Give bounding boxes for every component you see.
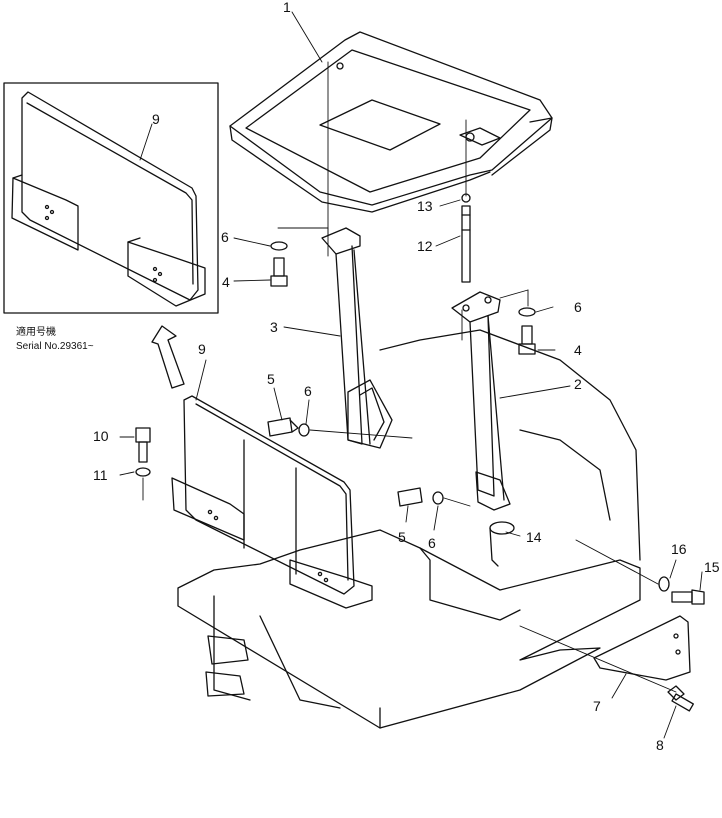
inset-arrow <box>151 325 185 389</box>
bracket-part-7 <box>593 615 691 681</box>
callout-13: 13 <box>417 198 433 214</box>
leader-lines <box>119 11 703 739</box>
inset-frame <box>3 82 219 314</box>
machine-body <box>177 329 641 729</box>
bolt-part-5-right <box>397 487 423 507</box>
inset-caption-applicable: 適用号機 <box>16 327 56 338</box>
bolt-part-10 <box>135 427 151 463</box>
inset-caption-serial: Serial No.29361~ <box>16 341 94 352</box>
inset-guard-part-9 <box>11 91 206 307</box>
callout-4-b: 4 <box>574 342 582 358</box>
bolt-part-8 <box>667 685 694 712</box>
washer-part-6-upper-right <box>518 307 536 317</box>
callout-16: 16 <box>671 541 687 557</box>
callout-6-d: 6 <box>428 535 436 551</box>
callout-1: 1 <box>283 0 291 15</box>
callout-5-b: 5 <box>398 529 406 545</box>
front-guard-part-9 <box>171 395 373 609</box>
callout-9: 9 <box>198 341 206 357</box>
callout-7: 7 <box>593 698 601 714</box>
callout-12: 12 <box>417 238 433 254</box>
callout-4-a: 4 <box>222 274 230 290</box>
callout-6-b: 6 <box>574 299 582 315</box>
bolt-part-4-right <box>518 325 536 355</box>
washer-part-6-lower-left <box>298 423 310 437</box>
canopy-roof-part-1 <box>229 31 553 213</box>
washer-part-11 <box>135 467 151 477</box>
callout-15: 15 <box>704 559 720 575</box>
callout-9-inset: 9 <box>152 111 160 127</box>
pin-part-14 <box>489 521 515 567</box>
bolt-part-4-left <box>270 257 288 287</box>
bolt-part-15 <box>671 589 705 605</box>
right-post-part-2 <box>451 291 511 511</box>
callout-11: 11 <box>93 467 108 483</box>
bolt-part-5-left <box>267 417 299 437</box>
callout-2: 2 <box>574 376 582 392</box>
washer-part-6-upper-left <box>270 241 288 251</box>
callout-6-a: 6 <box>221 229 229 245</box>
callout-6-c: 6 <box>304 383 312 399</box>
callout-8: 8 <box>656 737 664 753</box>
callout-10: 10 <box>93 428 109 444</box>
washer-part-16 <box>658 576 670 592</box>
washer-part-6-lower-right <box>432 491 444 505</box>
callout-3: 3 <box>270 319 278 335</box>
callout-5-a: 5 <box>267 371 275 387</box>
callout-14: 14 <box>526 529 542 545</box>
rod-part-12 <box>461 205 471 283</box>
left-post-part-3 <box>321 227 393 449</box>
